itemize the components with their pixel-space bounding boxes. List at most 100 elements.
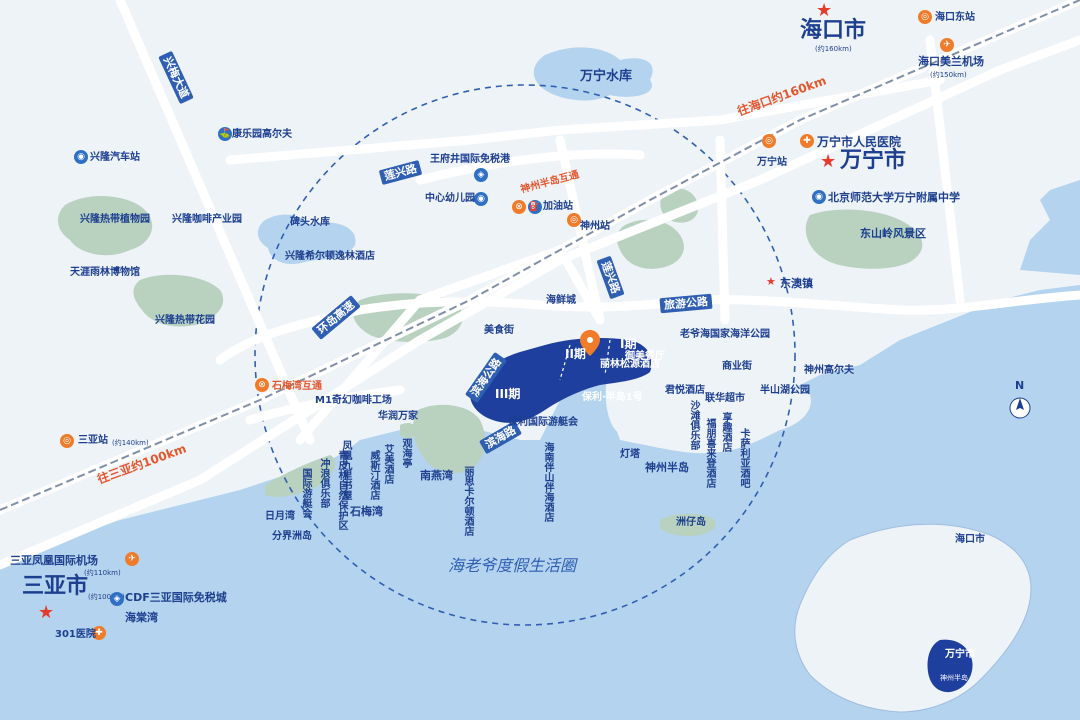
sanya-star-icon: ★	[38, 602, 55, 623]
place-gas-station: 加油站	[543, 201, 573, 212]
city-sanya: 三亚市	[22, 574, 89, 599]
place-tianya-museum: 天涯雨林博物馆	[70, 267, 140, 278]
train-icon-shenzhou: ◎	[567, 213, 581, 227]
golf-icon: ⛳	[218, 127, 232, 141]
hospital-icon-301: ✚	[92, 626, 106, 640]
place-riyuewan: 日月湾	[265, 511, 295, 522]
train-icon-sanya: ◎	[60, 434, 74, 448]
inset-wanning: 万宁市	[945, 649, 975, 660]
airport-icon-phoenix: ✈	[125, 552, 139, 566]
hospital-icon: ✚	[800, 134, 814, 148]
project-slogan: 海老爷度假生活圈	[448, 556, 577, 575]
vertical-guanhaiting: 观海亭	[400, 438, 411, 468]
vertical-xiangqu: 享趣酒店	[720, 412, 731, 452]
place-lianhua-market: 联华超市	[705, 393, 745, 404]
vertical-lishi: 丽思卡尔顿酒店	[462, 466, 473, 536]
place-wangfujing: 王府井国际免税港	[430, 154, 510, 165]
place-shimeiwan: 石梅湾	[350, 505, 383, 518]
place-shenzhou-peninsula: 神州半岛	[645, 461, 689, 474]
vertical-fenghuang-jiu: 凤凰九里书屋	[340, 440, 351, 500]
place-kindergarten: 中心幼儿园	[425, 193, 475, 204]
inset-shenzhou: 神州半岛	[940, 674, 968, 682]
interchange-shenzhou-icon: ⊗	[512, 200, 526, 214]
interchange-shimeiwan: 石梅湾互通	[272, 381, 322, 392]
vertical-weisiding: 威斯汀酒店	[368, 450, 379, 500]
place-meilan-dist: (约150km)	[930, 71, 967, 79]
shenzhou-peninsula	[605, 363, 811, 454]
place-lighthouse: 灯塔	[620, 449, 640, 460]
place-fenjiezhou: 分界洲岛	[272, 531, 312, 542]
place-meishijie: 美食街	[484, 325, 514, 336]
project-phase2: II期	[565, 347, 586, 361]
place-yacht-club: 保利国际游艇会	[508, 417, 578, 428]
city-haikou-dist: (约160km)	[815, 45, 852, 53]
place-haikou-station: 海口东站	[935, 12, 975, 23]
vertical-shalin: 沙滩俱乐部	[688, 400, 699, 450]
place-haixiancheng: 海鲜城	[546, 295, 576, 306]
place-zhouzaidao: 洲仔岛	[676, 517, 706, 528]
place-shenzhou-golf: 神州高尔夫	[804, 365, 854, 376]
place-wanning-reservoir: 万宁水库	[580, 69, 633, 84]
gas-icon: ⛽	[528, 200, 542, 214]
place-bnu-school: 北京师范大学万宁附属中学	[828, 191, 960, 204]
airport-icon-meilan: ✈	[940, 38, 954, 52]
city-haikou: 海口市	[800, 18, 867, 43]
haikou-star-icon: ★	[816, 0, 833, 21]
place-xinglong-bus: 兴隆汽车站	[90, 152, 140, 163]
place-shenzhou-station: 神州站	[580, 221, 610, 232]
wanning-star-icon: ★	[820, 151, 837, 172]
vertical-qingpi: 青皮林自然保护区	[336, 450, 347, 530]
inset-haikou: 海口市	[955, 534, 985, 545]
place-haitangwan: 海棠湾	[125, 611, 158, 624]
place-dongshanling: 东山岭风景区	[860, 227, 926, 240]
place-junyue: 君悦酒店	[665, 385, 705, 396]
vertical-chonglang: 冲浪俱乐部	[318, 458, 329, 508]
place-dongao: 东澳镇	[780, 277, 813, 290]
interchange-shimeiwan-icon: ⊗	[255, 378, 269, 392]
project-phase1: I期	[620, 337, 637, 351]
project-logo: 保利·半岛1号	[582, 392, 643, 403]
place-restaurant: 御美餐厅	[625, 351, 665, 362]
place-wanning-station: 万宁站	[757, 157, 787, 168]
place-poly-hotel: 丽林松源酒店	[600, 359, 660, 370]
vertical-aimei: 艾美酒店	[382, 444, 393, 484]
place-phoenix-dist: (约110km)	[84, 569, 121, 577]
project-phase-divider	[559, 339, 611, 381]
coast-right	[1020, 180, 1080, 275]
bus-icon: ◉	[74, 150, 88, 164]
place-xinglong-hilton: 兴隆希尔顿逸林酒店	[285, 251, 375, 262]
place-huarun: 华润万家	[378, 411, 418, 422]
shop-icon: ◈	[474, 168, 488, 182]
school-icon: ◉	[474, 192, 488, 206]
place-cdf: CDF三亚国际免税城	[125, 591, 227, 604]
shop-icon-cdf: ◈	[110, 592, 124, 606]
compass-label: N	[1015, 379, 1025, 392]
train-icon-wanning: ◎	[762, 134, 776, 148]
railway	[0, 0, 1080, 511]
place-banshanhu: 半山湖公园	[760, 385, 810, 396]
vertical-hainan-banshan: 海南伴山伴海酒店	[542, 442, 553, 522]
project-area	[469, 337, 652, 423]
place-nanyanwan: 南燕湾	[420, 469, 453, 482]
vertical-kasa: 卡萨利亚酒吧	[738, 428, 749, 488]
place-kangle-golf: 康乐园高尔夫	[232, 129, 292, 140]
project-phase3: III期	[495, 387, 521, 401]
place-hospital-301: 301医院	[55, 629, 96, 640]
school-icon-bnu: ◉	[812, 190, 826, 204]
place-phoenix-airport: 三亚凤凰国际机场	[10, 554, 98, 567]
vertical-guoji-youlehui: 国际游艇会	[300, 468, 311, 518]
place-xinglong-botanical: 兴隆热带植物园	[80, 214, 150, 225]
place-laoye-ocean-park: 老爷海国家海洋公园	[680, 329, 770, 340]
city-wanning: 万宁市	[840, 148, 907, 173]
place-xinglong-coffee: 兴隆咖啡产业园	[172, 214, 242, 225]
place-hospital: 万宁市人民医院	[817, 135, 902, 149]
place-m1-coffee: M1奇幻咖啡工场	[315, 395, 392, 406]
lifestyle-circle	[254, 84, 796, 626]
beitou-reservoir	[257, 214, 356, 265]
train-icon-haikou: ◎	[918, 10, 932, 24]
vertical-fulai: 福朋喜来登酒店	[704, 418, 715, 488]
dongao-star-icon: ★	[766, 275, 776, 288]
place-shangyejie: 商业街	[722, 361, 752, 372]
city-sanya-dist: (约100km)	[88, 593, 125, 601]
